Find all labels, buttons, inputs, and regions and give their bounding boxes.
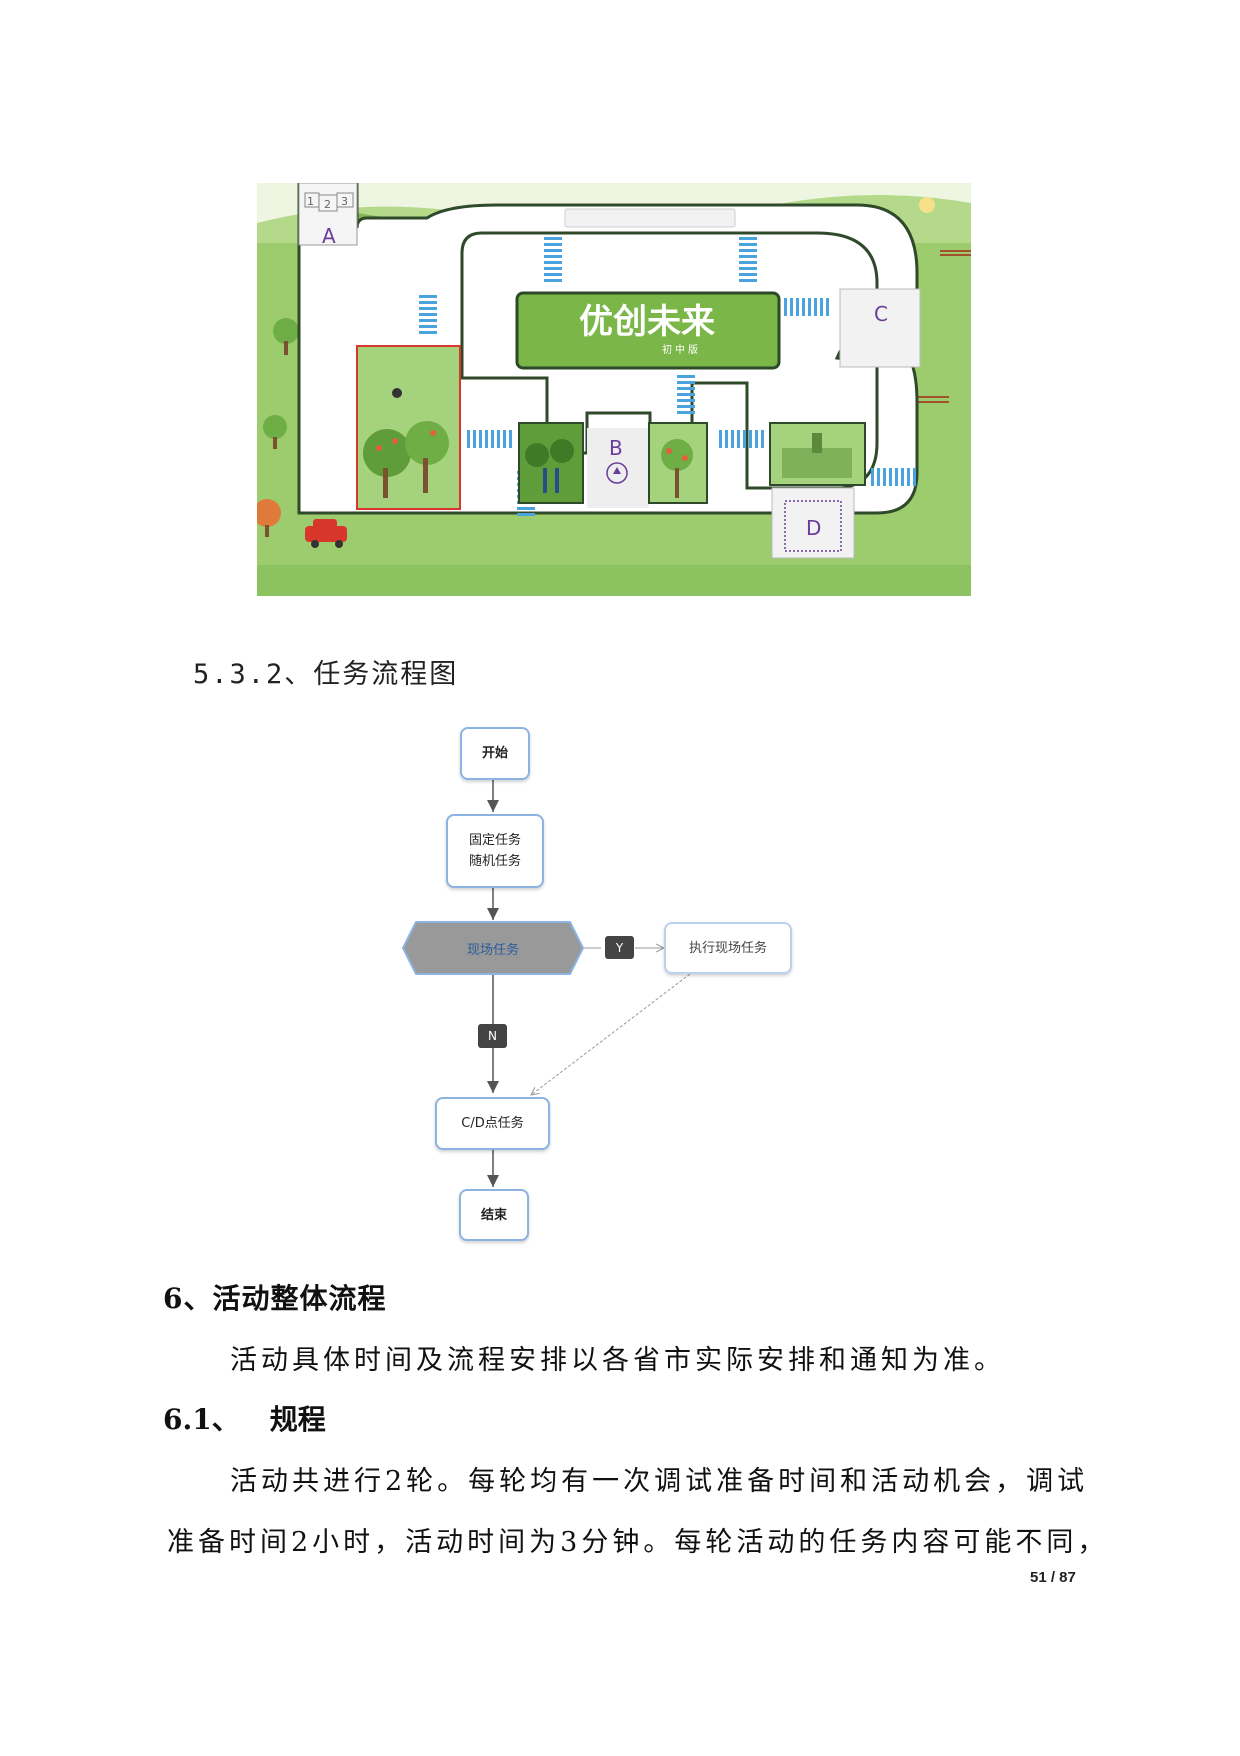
logo-title: 优创未来 <box>579 302 715 342</box>
slot-3-label: 3 <box>341 195 348 208</box>
section-532-title: 5.3.2、任务流程图 <box>193 659 459 690</box>
sun-icon <box>919 197 935 213</box>
end-node: 结束 <box>459 1189 529 1241</box>
decision-label: 现场任务 <box>466 942 519 958</box>
drone-icon <box>392 388 402 398</box>
cd-tasks-label: C/D点任务 <box>461 1116 524 1131</box>
section-61-para-line1: 活动共进行2轮。每轮均有一次调试准备时间和活动机会，调试 <box>230 1466 1089 1497</box>
decision-hexagon <box>401 921 585 975</box>
red-car-icon <box>305 519 347 548</box>
section-6-title: 6、活动整体流程 <box>163 1282 387 1315</box>
competition-map-image: 1 2 3 A 优创未来 初中版 C <box>257 183 971 596</box>
left-trees <box>257 318 299 537</box>
execute-label: 执行现场任务 <box>688 940 767 956</box>
factory-card <box>769 422 866 486</box>
slot-2-label: 2 <box>324 198 331 211</box>
logo-box: 优创未来 初中版 <box>515 291 781 370</box>
slot-1-label: 1 <box>307 195 314 208</box>
orchard-card-left <box>518 422 584 504</box>
page-number: 51 / 87 <box>1030 1569 1076 1586</box>
start-node: 开始 <box>460 727 530 780</box>
execute-onsite-node: 执行现场任务 <box>664 922 792 974</box>
top-gate <box>564 208 736 228</box>
arrow-execute-to-cd <box>531 973 691 1095</box>
zone-d-label: D <box>806 516 821 540</box>
logo-subtitle: 初中版 <box>662 343 701 356</box>
section-61-heading: 6.1、规程 <box>163 1398 326 1438</box>
fixed-task-label: 固定任务 <box>468 833 521 848</box>
fence-icons <box>917 250 971 403</box>
section-6-intro: 活动具体时间及流程安排以各省市实际安排和通知为准。 <box>230 1345 1005 1376</box>
random-task-label: 随机任务 <box>468 854 521 869</box>
section-61-title: 规程 <box>269 1403 326 1436</box>
section-61-number: 6.1、 <box>163 1403 240 1436</box>
zone-c: C <box>839 288 921 368</box>
left-orchard-card <box>356 345 461 510</box>
no-tag: N <box>478 1024 507 1048</box>
zone-c-label: C <box>874 302 888 326</box>
zone-b-label: B <box>609 436 623 460</box>
competition-map-svg: 1 2 3 A 优创未来 初中版 C <box>257 183 971 596</box>
up-arrow-icon <box>606 462 628 484</box>
zone-d: D <box>771 487 855 559</box>
zone-a-label: A <box>322 224 336 248</box>
start-label: 开始 <box>481 746 508 761</box>
yes-tag: Y <box>605 936 634 959</box>
cd-tasks-node: C/D点任务 <box>435 1097 550 1150</box>
tasks-node: 固定任务 随机任务 <box>446 814 544 888</box>
zone-b: B <box>587 428 649 508</box>
section-61-para-line2: 准备时间2小时，活动时间为3分钟。每轮活动的任务内容可能不同， <box>167 1527 1109 1558</box>
orchard-card-right <box>648 422 708 504</box>
end-label: 结束 <box>480 1207 507 1223</box>
zone-a: 1 2 3 A <box>298 183 358 248</box>
